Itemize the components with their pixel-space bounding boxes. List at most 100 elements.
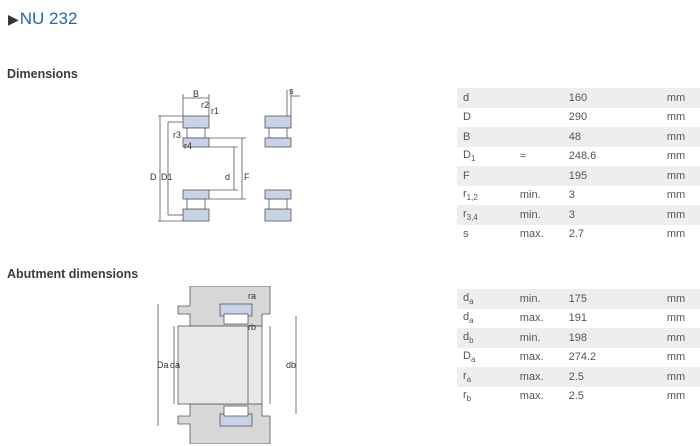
row-value: 198 bbox=[562, 328, 661, 348]
row-symbol: D1 bbox=[457, 146, 514, 166]
row-qualifier: max. bbox=[513, 308, 563, 328]
label-rb: rb bbox=[248, 322, 256, 332]
row-unit: mm bbox=[660, 386, 700, 406]
label-d: d bbox=[225, 172, 230, 182]
label-s: s bbox=[289, 86, 294, 96]
row-value: 2.5 bbox=[562, 367, 661, 387]
label-D1: D1 bbox=[161, 172, 173, 182]
row-unit: mm bbox=[660, 205, 700, 225]
abutment-diagram: ra rb Da da db bbox=[157, 286, 297, 444]
row-qualifier: min. bbox=[513, 328, 563, 348]
row-unit: mm bbox=[660, 289, 700, 309]
row-qualifier: max. bbox=[513, 224, 563, 244]
row-qualifier: min. bbox=[513, 289, 563, 309]
row-qualifier bbox=[513, 127, 563, 147]
row-unit: mm bbox=[660, 328, 700, 348]
row-symbol-subscript: 1,2 bbox=[466, 193, 478, 203]
row-symbol-subscript: a bbox=[469, 296, 474, 306]
row-value: 248.6 bbox=[562, 146, 661, 166]
label-da: da bbox=[170, 360, 180, 370]
row-qualifier: max. bbox=[513, 386, 563, 406]
row-unit: mm bbox=[660, 224, 700, 244]
row-unit: mm bbox=[660, 347, 700, 367]
row-symbol: B bbox=[457, 127, 514, 147]
row-qualifier bbox=[513, 166, 563, 186]
label-r3: r3 bbox=[173, 130, 181, 140]
row-symbol-subscript: a bbox=[466, 374, 472, 384]
row-symbol-subscript: 3,4 bbox=[466, 212, 478, 222]
row-value: 175 bbox=[562, 289, 661, 309]
label-db: db bbox=[286, 360, 296, 370]
label-B: B bbox=[193, 89, 199, 99]
row-value: 160 bbox=[562, 88, 661, 108]
section-dimensions-heading: Dimensions bbox=[7, 67, 78, 81]
row-value: 290 bbox=[562, 107, 661, 127]
row-symbol-subscript: 1 bbox=[470, 154, 476, 164]
section-abutment-heading: Abutment dimensions bbox=[7, 267, 139, 281]
row-qualifier bbox=[513, 107, 563, 127]
row-symbol: r3,4 bbox=[457, 205, 514, 225]
row-value: 3 bbox=[562, 205, 661, 225]
label-r1: r1 bbox=[211, 106, 219, 116]
label-r2: r2 bbox=[201, 100, 209, 110]
row-qualifier bbox=[513, 88, 563, 108]
bearing-dimensions-diagram: B r2 r1 r3 r4 D D1 d F s bbox=[150, 86, 300, 222]
row-symbol: da bbox=[457, 289, 514, 309]
row-value: 2.5 bbox=[562, 386, 661, 406]
label-r4: r4 bbox=[184, 141, 192, 151]
row-symbol: da bbox=[457, 308, 514, 328]
row-qualifier: max. bbox=[513, 367, 563, 387]
row-symbol: r1,2 bbox=[457, 185, 514, 205]
row-symbol-subscript: b bbox=[466, 394, 472, 404]
row-unit: mm bbox=[660, 308, 700, 328]
row-unit: mm bbox=[660, 107, 700, 127]
row-unit: mm bbox=[660, 146, 700, 166]
row-symbol: s bbox=[457, 224, 514, 244]
row-value: 2.7 bbox=[562, 224, 661, 244]
row-qualifier: max. bbox=[513, 347, 563, 367]
row-symbol-subscript: a bbox=[469, 316, 474, 326]
row-symbol: d bbox=[457, 88, 514, 108]
product-title-text: NU 232 bbox=[19, 9, 78, 28]
row-value: 274.2 bbox=[562, 347, 661, 367]
label-F: F bbox=[244, 172, 250, 182]
row-symbol-subscript: a bbox=[470, 355, 476, 365]
label-Da: Da bbox=[157, 360, 169, 370]
row-symbol: Da bbox=[457, 347, 514, 367]
row-symbol-subscript: b bbox=[469, 335, 474, 345]
label-ra: ra bbox=[248, 291, 256, 301]
row-qualifier: min. bbox=[513, 205, 563, 225]
row-qualifier: min. bbox=[513, 185, 563, 205]
row-value: 48 bbox=[562, 127, 661, 147]
row-unit: mm bbox=[660, 166, 700, 186]
label-D: D bbox=[150, 172, 157, 182]
row-qualifier: ≈ bbox=[513, 146, 563, 166]
row-unit: mm bbox=[660, 127, 700, 147]
row-symbol: rb bbox=[457, 386, 514, 406]
row-unit: mm bbox=[660, 367, 700, 387]
row-symbol: F bbox=[457, 166, 514, 186]
row-symbol: D bbox=[457, 107, 514, 127]
product-title: ▶ NU 232 bbox=[8, 9, 77, 29]
row-symbol: db bbox=[457, 328, 514, 348]
row-value: 195 bbox=[562, 166, 661, 186]
row-value: 3 bbox=[562, 185, 661, 205]
row-unit: mm bbox=[660, 88, 700, 108]
row-value: 191 bbox=[562, 308, 661, 328]
triangle-right-icon: ▶ bbox=[8, 10, 19, 27]
